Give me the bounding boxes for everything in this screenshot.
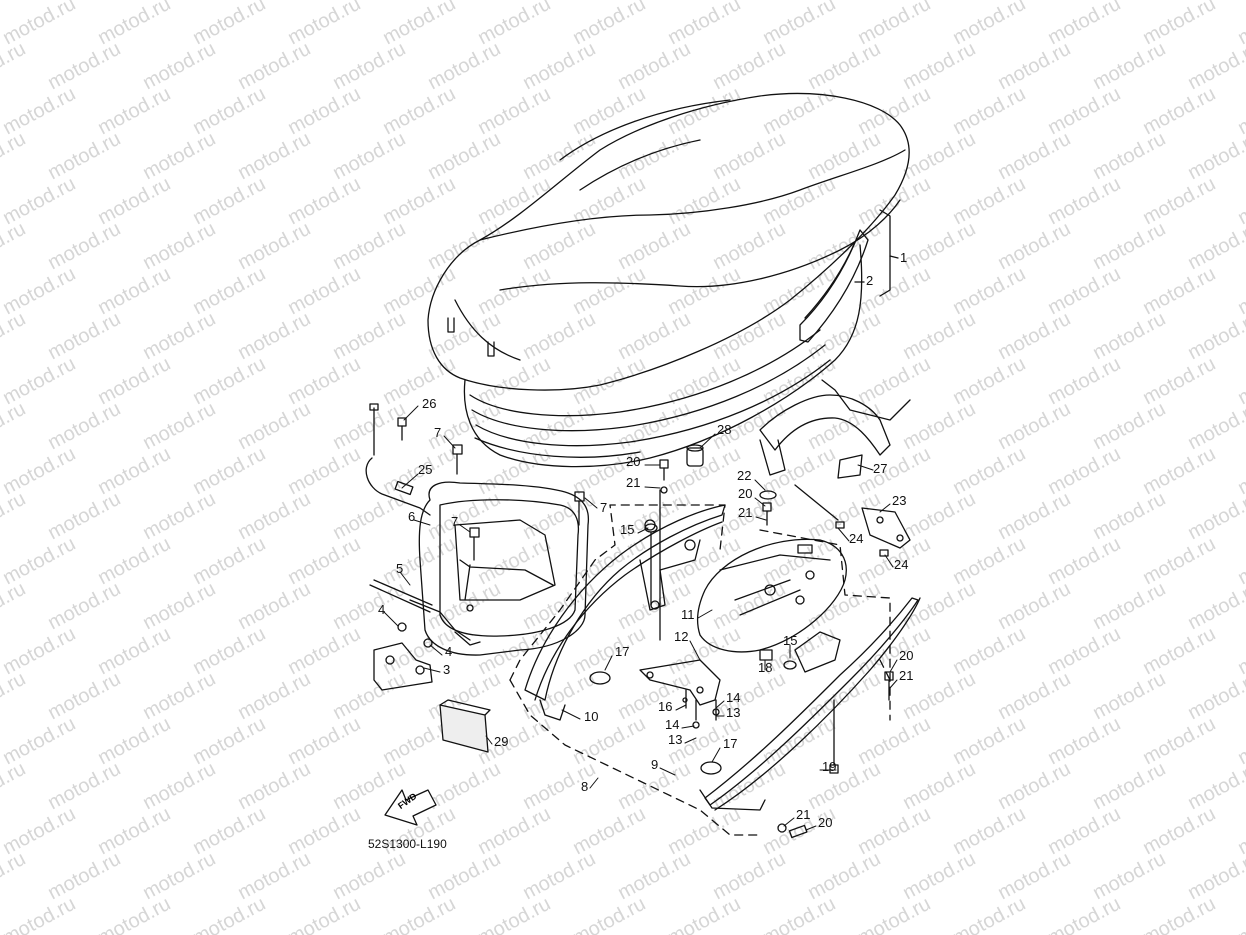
part-callout-2: 2 <box>866 273 874 288</box>
part-callout-3: 3 <box>443 662 451 677</box>
part-callout-15: 15 <box>783 633 798 648</box>
part-callout-21: 21 <box>626 475 641 490</box>
part-callout-10: 10 <box>584 709 599 724</box>
part-callout-20: 20 <box>899 648 914 663</box>
part-callout-17: 17 <box>723 736 738 751</box>
part-callout-1: 1 <box>900 250 908 265</box>
part-callout-7: 7 <box>451 514 459 529</box>
part-callout-6: 6 <box>408 509 416 524</box>
part-callout-15: 15 <box>620 522 635 537</box>
part-callout-8: 8 <box>581 779 589 794</box>
part-callout-21: 21 <box>899 668 914 683</box>
rear-cover-left <box>524 504 726 721</box>
group-outline-8 <box>509 504 891 836</box>
part-callout-22: 22 <box>737 468 752 483</box>
latch-bracket <box>759 379 911 479</box>
leader-lines <box>383 405 898 831</box>
part-callout-7: 7 <box>600 500 608 515</box>
part-callout-20: 20 <box>818 815 833 830</box>
storage-box <box>369 481 590 656</box>
fwd-arrow-icon <box>384 789 437 826</box>
part-callout-25: 25 <box>418 462 433 477</box>
part-callout-14: 14 <box>665 717 680 732</box>
part-callout-7: 7 <box>434 425 442 440</box>
part-callout-24: 24 <box>849 531 864 546</box>
part-callout-20: 20 <box>626 454 641 469</box>
lock-cylinder <box>686 444 704 467</box>
seat-lock-hinge <box>644 459 911 641</box>
part-callout-9: 9 <box>651 757 659 772</box>
part-callout-21: 21 <box>738 505 753 520</box>
left-hardware <box>365 403 585 691</box>
part-callout-13: 13 <box>668 732 683 747</box>
part-callout-16: 16 <box>658 699 673 714</box>
rear-tail-cover <box>696 538 847 653</box>
part-callout-12: 12 <box>674 629 689 644</box>
part-callout-23: 23 <box>892 493 907 508</box>
part-callout-28: 28 <box>717 422 732 437</box>
part-callout-26: 26 <box>422 396 437 411</box>
part-callout-19: 19 <box>822 759 837 774</box>
drawing-code: 52S1300-L190 <box>368 837 447 851</box>
seat-assembly <box>427 92 910 468</box>
part-callout-13: 13 <box>726 705 741 720</box>
part-callout-18: 18 <box>758 660 773 675</box>
part-callout-5: 5 <box>396 561 404 576</box>
part-callout-27: 27 <box>873 461 888 476</box>
rear-cover-right <box>699 597 921 811</box>
part-callout-29: 29 <box>494 734 509 749</box>
part-callout-4: 4 <box>378 602 386 617</box>
part-callout-17: 17 <box>615 644 630 659</box>
part-callout-24: 24 <box>894 557 909 572</box>
part-callout-11: 11 <box>681 607 695 622</box>
part-callout-4: 4 <box>445 644 453 659</box>
part-callout-20: 20 <box>738 486 753 501</box>
center-bracket <box>589 649 894 839</box>
owners-manual <box>439 699 491 753</box>
part-callout-14: 14 <box>726 690 741 705</box>
part-callout-21: 21 <box>796 807 811 822</box>
